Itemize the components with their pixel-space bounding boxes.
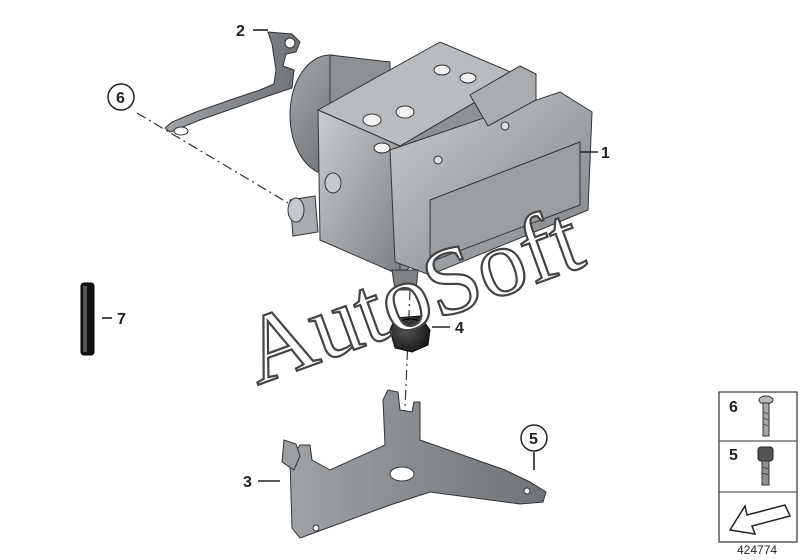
callouts: 1 2 3 4 5 6 7 — [107, 23, 610, 491]
legend-label-5: 5 — [729, 447, 738, 464]
fastener-legend: 6 5 — [718, 391, 798, 543]
assembly-lines — [136, 112, 411, 481]
callout-7: 7 — [117, 311, 126, 328]
abs-unit-part-1 — [287, 41, 593, 291]
callout-5: 5 — [529, 431, 538, 448]
document-number: 424774 — [737, 543, 777, 557]
callout-3: 3 — [243, 474, 252, 491]
mounting-bracket-part-3 — [281, 389, 547, 539]
direction-arrow-icon — [728, 504, 792, 535]
callout-1: 1 — [601, 145, 610, 162]
rubber-mount-part-4 — [389, 315, 431, 353]
screw-icon — [757, 446, 774, 486]
callout-4: 4 — [455, 320, 464, 337]
bracket-part-2 — [164, 31, 301, 136]
callout-leaders — [102, 29, 598, 482]
bolt-icon — [758, 395, 774, 437]
legend-label-6: 6 — [729, 399, 738, 416]
strip-part-7 — [80, 282, 95, 356]
callout-2: 2 — [236, 23, 245, 40]
callout-6: 6 — [116, 90, 125, 107]
